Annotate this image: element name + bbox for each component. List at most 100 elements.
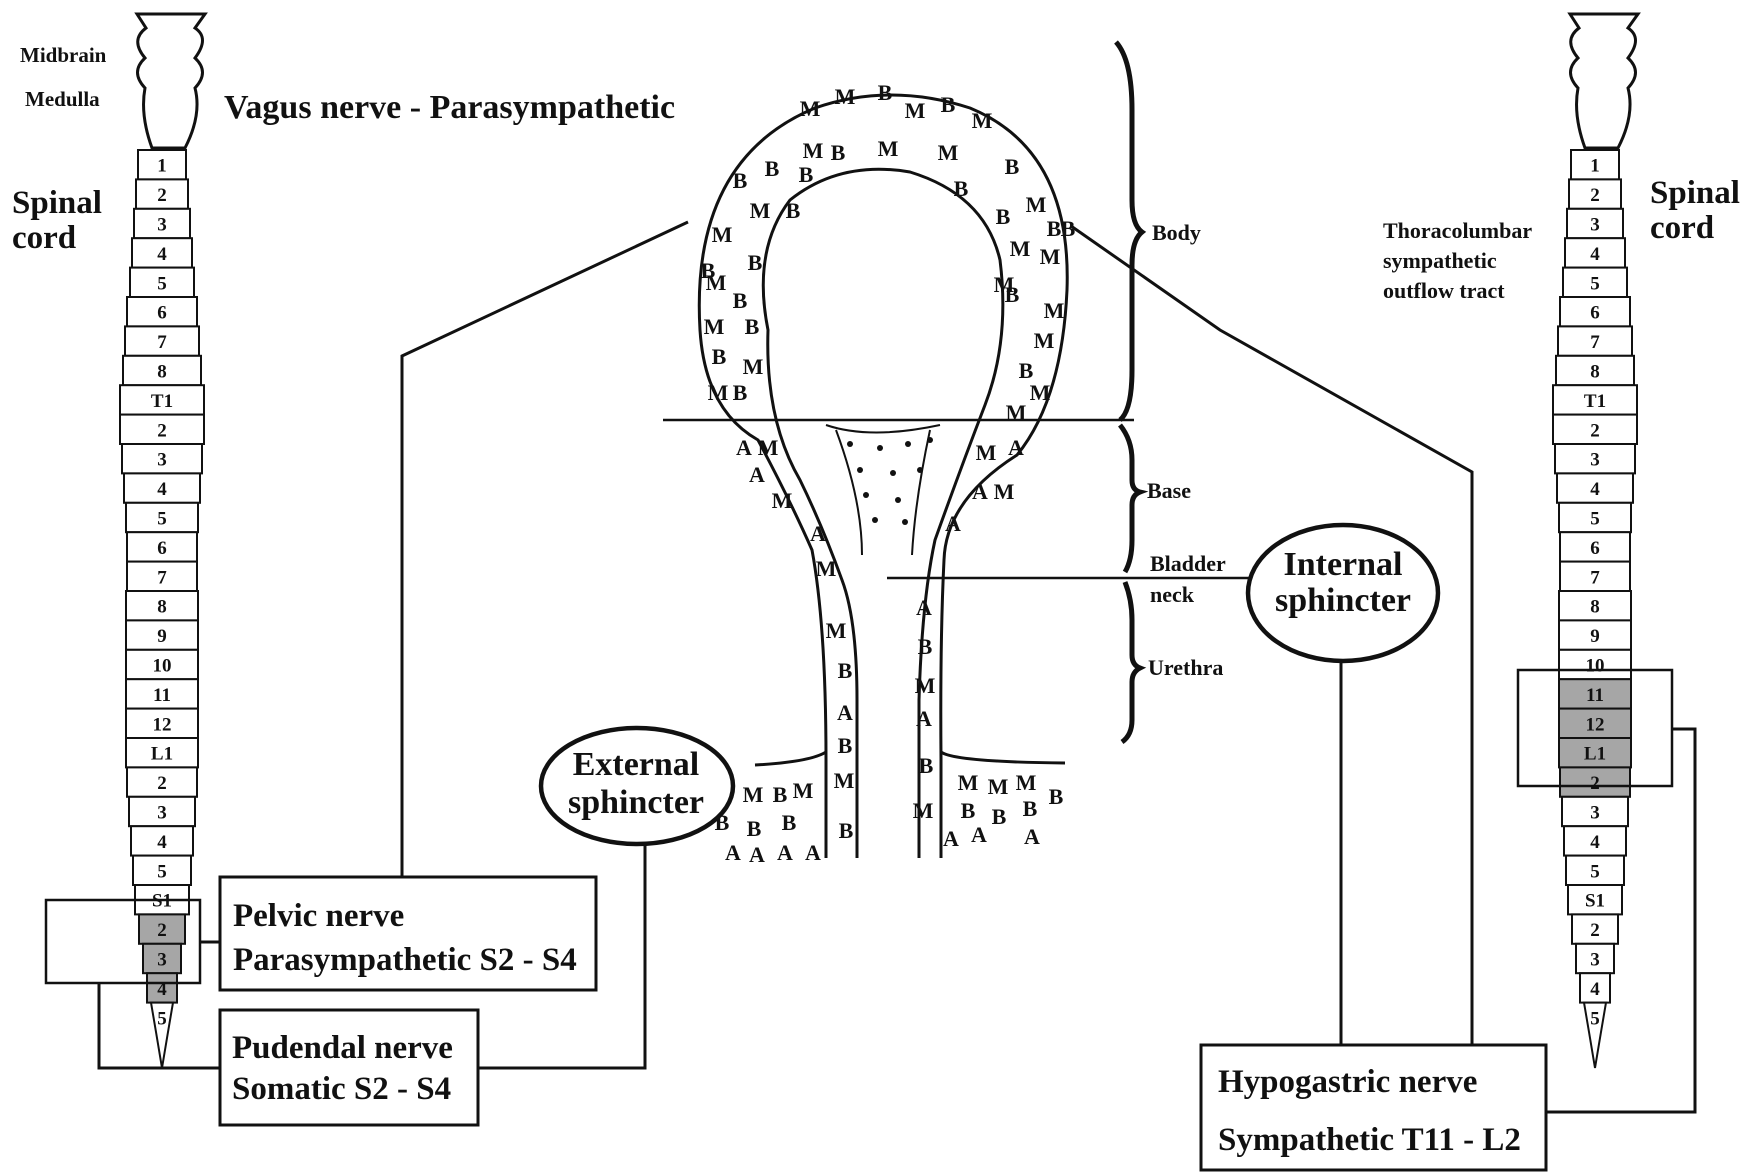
medulla-label: Medulla — [25, 87, 100, 111]
left-segment-label-1: 2 — [157, 185, 167, 206]
hypogastric-nerve-line1: Hypogastric nerve — [1218, 1064, 1477, 1100]
region-base-label: Base — [1147, 478, 1191, 503]
receptor-urethra-5: B — [839, 818, 854, 843]
left-spinal-title-line1: Spinal — [12, 185, 102, 221]
receptor-body-16: M — [750, 198, 771, 223]
left-segment-label-14: 7 — [157, 567, 167, 588]
receptor-urethra-1: B — [838, 658, 853, 683]
receptor-body-23: B — [733, 288, 748, 313]
receptor-body-0: M — [800, 96, 821, 121]
left-segment-label-4: 5 — [157, 273, 167, 294]
left-segment-label-3: 4 — [157, 244, 167, 265]
receptor-outlet_right-6: B — [1049, 784, 1064, 809]
left-segment-label-21: 2 — [157, 773, 167, 794]
receptor-body-9: B — [831, 140, 846, 165]
left-segment-label-26: 2 — [157, 920, 167, 941]
trigone-region — [826, 425, 940, 555]
left-segment-label-16: 9 — [157, 626, 167, 647]
receptor-body-20: M — [1010, 236, 1031, 261]
receptor-body-36: M — [1030, 380, 1051, 405]
pelvic-nerve-line1: Pelvic nerve — [233, 898, 404, 934]
outflow-label-line2: sympathetic — [1383, 248, 1497, 273]
external-sphincter-line2: sphincter — [568, 784, 704, 821]
outflow-label-line3: outflow tract — [1383, 278, 1505, 303]
internal-sphincter: Internal sphincter — [1248, 525, 1438, 661]
receptor-body-24: M — [1040, 244, 1061, 269]
receptor-urethra-8: M — [915, 673, 936, 698]
receptor-base-10: M — [816, 556, 837, 581]
internal-sphincter-line1: Internal — [1284, 546, 1403, 583]
receptor-base-0: A — [736, 435, 752, 460]
receptor-outlet_right-4: B — [992, 804, 1007, 829]
receptor-outlet_right-5: B — [1023, 796, 1038, 821]
left-segment-label-18: 11 — [153, 685, 171, 706]
receptor-outlet_right-0: M — [958, 770, 979, 795]
internal-sphincter-line2: sphincter — [1275, 582, 1411, 619]
receptor-body-40: M — [994, 272, 1015, 297]
receptor-body-3: M — [905, 98, 926, 123]
left-segment-label-0: 1 — [157, 156, 167, 177]
receptor-body-1: M — [835, 84, 856, 109]
receptor-body-31: M — [743, 354, 764, 379]
receptor-body-10: M — [878, 136, 899, 161]
receptor-base-7: A — [945, 511, 961, 536]
pudendal-nerve-box: Pudendal nerve Somatic S2 - S4 — [220, 1010, 478, 1125]
region-urethra-label: Urethra — [1148, 655, 1223, 680]
bladder-inner-wall — [763, 169, 1003, 858]
receptor-body-14: B — [954, 176, 969, 201]
right-segment-label-25: S1 — [1585, 891, 1605, 912]
receptor-body-34: B — [733, 380, 748, 405]
right-segment-label-8: T1 — [1584, 391, 1606, 412]
receptor-body-30: B — [712, 344, 727, 369]
left-segment-label-11: 4 — [157, 479, 167, 500]
receptor-base-4: A — [1008, 435, 1024, 460]
external-sphincter: External sphincter — [541, 728, 733, 844]
outflow-label-line1: Thoracolumbar — [1383, 218, 1532, 243]
receptor-body-27: B — [745, 314, 760, 339]
right-segment-label-14: 7 — [1590, 567, 1600, 588]
right-segment-label-2: 3 — [1590, 215, 1600, 236]
region-neck-label-line2: neck — [1150, 582, 1195, 607]
receptor-body-6: B — [733, 168, 748, 193]
right-brainstem-outline — [1570, 14, 1638, 148]
left-segment-label-12: 5 — [157, 509, 167, 530]
bladder-cavity-lumen — [860, 195, 915, 420]
receptor-base-6: M — [994, 479, 1015, 504]
receptor-urethra-6: A — [916, 595, 932, 620]
right-segment-label-0: 1 — [1590, 156, 1600, 177]
receptor-body-37: B — [1047, 216, 1062, 241]
left-segment-label-22: 3 — [157, 803, 167, 824]
hypogastric-nerve-line2: Sympathetic T11 - L2 — [1218, 1122, 1521, 1158]
pudendal-nerve-line1: Pudendal nerve — [232, 1030, 453, 1066]
receptor-outlet_left-2: M — [793, 778, 814, 803]
right-segment-label-24: 5 — [1590, 861, 1600, 882]
left-segment-label-17: 10 — [153, 656, 172, 677]
left-segment-label-5: 6 — [157, 303, 167, 324]
left-segment-label-2: 3 — [157, 215, 167, 236]
receptor-outlet_left-4: B — [747, 816, 762, 841]
midbrain-label: Midbrain — [20, 43, 107, 67]
receptor-body-29: M — [1034, 328, 1055, 353]
receptor-urethra-11: M — [913, 798, 934, 823]
left-segment-label-13: 6 — [157, 538, 167, 559]
receptor-body-17: B — [786, 198, 801, 223]
receptor-body-39: B — [701, 258, 716, 283]
right-segment-label-7: 8 — [1590, 362, 1600, 383]
receptor-outlet_right-2: M — [1016, 770, 1037, 795]
left-segment-label-27: 3 — [157, 950, 167, 971]
receptor-body-28: M — [1044, 298, 1065, 323]
left-segment-label-15: 8 — [157, 597, 167, 618]
right-segment-label-17: 10 — [1586, 656, 1605, 677]
left-segment-label-20: L1 — [151, 744, 173, 765]
right-segment-label-20: L1 — [1584, 744, 1606, 765]
receptor-base-5: A — [972, 479, 988, 504]
receptor-body-13: B — [799, 162, 814, 187]
receptor-outlet_right-8: A — [971, 822, 987, 847]
right-segment-label-3: 4 — [1590, 244, 1600, 265]
receptor-base-8: M — [772, 488, 793, 513]
region-braces — [1116, 42, 1142, 742]
